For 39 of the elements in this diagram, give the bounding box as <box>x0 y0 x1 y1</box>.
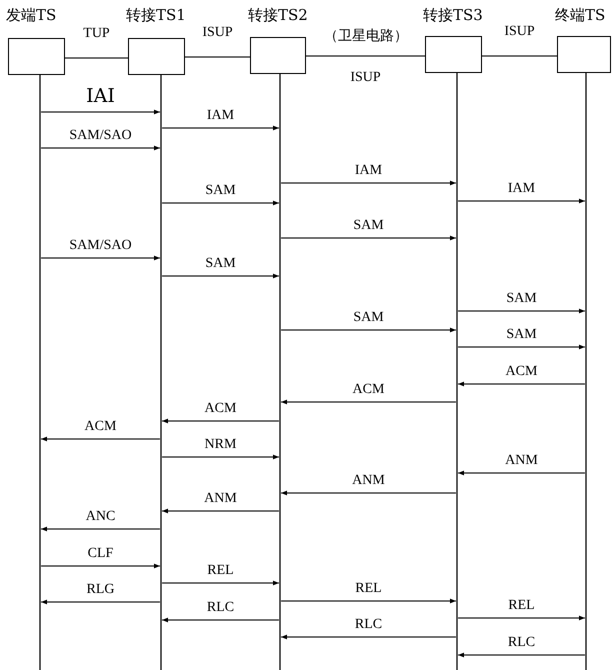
exchange-label: 发端TS <box>6 6 58 25</box>
message-arrow <box>41 564 160 568</box>
message-arrow <box>162 126 279 130</box>
message-arrow <box>162 618 279 622</box>
message-arrow <box>162 580 279 586</box>
message-arrow <box>41 436 160 442</box>
message-arrow <box>162 200 279 206</box>
message-arrow <box>162 274 279 278</box>
message-arrow <box>458 616 585 620</box>
exchange-label: 转接TS1 <box>126 6 187 25</box>
link-line <box>482 55 557 57</box>
exchange-label: 终端TS <box>555 6 606 25</box>
message-arrow <box>41 526 160 532</box>
message-arrow <box>281 236 456 240</box>
message-arrow <box>281 598 456 604</box>
message-arrow <box>281 180 456 186</box>
message-arrow <box>162 418 279 424</box>
message-arrow <box>162 454 279 460</box>
link-line <box>306 55 425 57</box>
link-line <box>185 56 250 58</box>
message-arrow <box>41 600 160 604</box>
message-arrow <box>281 490 456 496</box>
message-arrow <box>281 328 456 332</box>
message-arrow <box>41 256 160 260</box>
message-arrow <box>458 198 585 204</box>
message-arrow <box>281 634 456 640</box>
message-arrow <box>458 308 585 314</box>
message-arrow <box>41 146 160 150</box>
message-label: IAI <box>85 88 116 104</box>
message-arrow <box>458 344 585 350</box>
message-arrow <box>458 382 585 386</box>
message-arrow <box>41 110 160 114</box>
message-arrow <box>458 652 585 658</box>
message-arrow <box>162 508 279 514</box>
link-line <box>65 57 128 59</box>
message-arrow <box>458 470 585 476</box>
message-arrow <box>281 400 456 404</box>
exchange-label: 转接TS2 <box>248 6 309 25</box>
exchange-label: 转接TS3 <box>423 6 484 25</box>
